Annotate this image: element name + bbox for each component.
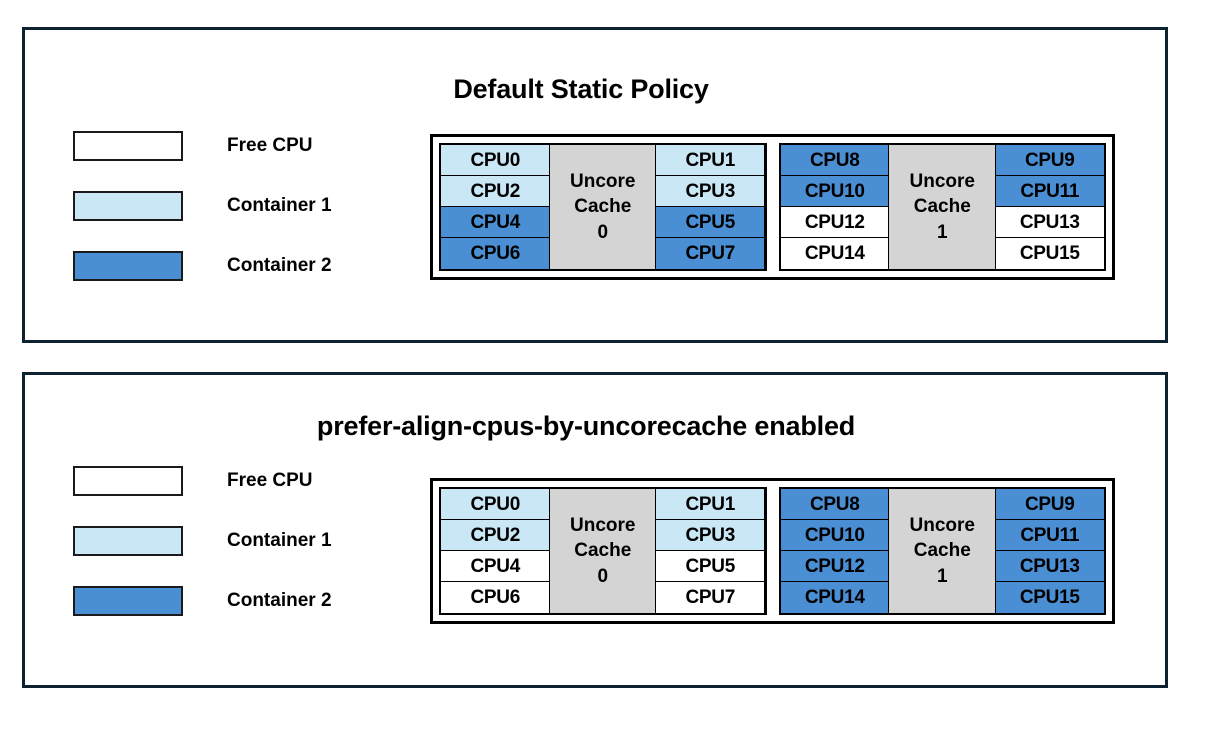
cpu-cell: CPU2: [440, 519, 551, 552]
cpu-cell: CPU4: [440, 206, 551, 239]
uncore-cache-group-1: CPU8 CPU10 CPU12 CPU14 Uncore Cache 1 CP…: [778, 487, 1106, 615]
cpu-cell: CPU5: [655, 206, 766, 239]
panel-title: prefer-align-cpus-by-uncorecache enabled: [316, 411, 856, 441]
uncore-line-2: Cache: [574, 196, 632, 218]
cpu-cell: CPU11: [994, 175, 1105, 208]
legend-item-container-2: Container 2: [73, 251, 332, 281]
cpu-column-right: CPU1 CPU3 CPU5 CPU7: [655, 488, 766, 614]
legend-item-container-1: Container 1: [73, 191, 332, 221]
legend-label-free-cpu: Free CPU: [227, 470, 313, 491]
cpu-cell: CPU6: [440, 581, 551, 614]
uncore-index: 1: [936, 221, 948, 243]
legend-label-container-2: Container 2: [227, 255, 332, 276]
uncore-cache-label-1: Uncore Cache 1: [888, 144, 997, 270]
cpu-cell: CPU9: [994, 144, 1105, 177]
cpu-cell: CPU13: [994, 206, 1105, 239]
cpu-cell: CPU4: [440, 550, 551, 583]
uncore-line-1: Uncore: [909, 171, 975, 193]
uncore-cache-label-0: Uncore Cache 0: [548, 488, 657, 614]
uncore-line-1: Uncore: [570, 515, 636, 537]
cpu-cell: CPU6: [440, 237, 551, 270]
legend-swatch-container-2: [73, 586, 183, 616]
cpu-cell: CPU7: [655, 237, 766, 270]
cpu-topology-diagram: CPU0 CPU2 CPU4 CPU6 Uncore Cache 0 CPU1 …: [430, 478, 1115, 624]
legend-swatch-free-cpu: [73, 466, 183, 496]
legend-label-container-1: Container 1: [227, 530, 332, 551]
uncore-cache-group-0: CPU0 CPU2 CPU4 CPU6 Uncore Cache 0 CPU1 …: [439, 487, 767, 615]
uncore-line-2: Cache: [574, 540, 632, 562]
cpu-column-right: CPU9 CPU11 CPU13 CPU15: [994, 488, 1105, 614]
cpu-column-right: CPU9 CPU11 CPU13 CPU15: [994, 144, 1105, 270]
legend-swatch-container-1: [73, 526, 183, 556]
cpu-cell: CPU3: [655, 175, 766, 208]
cpu-cell: CPU9: [994, 488, 1105, 521]
cpu-cell: CPU15: [994, 237, 1105, 270]
uncore-line-2: Cache: [913, 540, 971, 562]
legend-item-free-cpu: Free CPU: [73, 466, 332, 496]
cpu-cell: CPU10: [779, 175, 890, 208]
cpu-cell: CPU13: [994, 550, 1105, 583]
legend-item-container-2: Container 2: [73, 586, 332, 616]
cpu-column-left: CPU8 CPU10 CPU12 CPU14: [779, 488, 890, 614]
legend-swatch-container-1: [73, 191, 183, 221]
cpu-cell: CPU3: [655, 519, 766, 552]
cpu-cell: CPU0: [440, 488, 551, 521]
uncore-index: 0: [597, 565, 609, 587]
legend-label-container-1: Container 1: [227, 195, 332, 216]
uncore-cache-group-0: CPU0 CPU2 CPU4 CPU6 Uncore Cache 0 CPU1 …: [439, 143, 767, 271]
legend-swatch-free-cpu: [73, 131, 183, 161]
cpu-cell: CPU12: [779, 206, 890, 239]
cpu-cell: CPU8: [779, 144, 890, 177]
uncore-index: 1: [936, 565, 948, 587]
uncore-line-1: Uncore: [909, 515, 975, 537]
panel-title: Default Static Policy: [453, 74, 709, 104]
legend-swatch-container-2: [73, 251, 183, 281]
cpu-cell: CPU1: [655, 144, 766, 177]
diagram-panel-prefer-align-cpus-by-uncorecache: prefer-align-cpus-by-uncorecache enabled…: [22, 372, 1168, 688]
cpu-cell: CPU8: [779, 488, 890, 521]
legend-label-free-cpu: Free CPU: [227, 135, 313, 156]
cpu-cell: CPU14: [779, 237, 890, 270]
uncore-cache-group-1: CPU8 CPU10 CPU12 CPU14 Uncore Cache 1 CP…: [778, 143, 1106, 271]
cpu-cell: CPU14: [779, 581, 890, 614]
legend: Free CPU Container 1 Container 2: [73, 131, 332, 281]
legend-item-free-cpu: Free CPU: [73, 131, 332, 161]
diagram-panel-default-static-policy: Default Static Policy Free CPU Container…: [22, 27, 1168, 343]
cpu-cell: CPU15: [994, 581, 1105, 614]
legend-item-container-1: Container 1: [73, 526, 332, 556]
legend: Free CPU Container 1 Container 2: [73, 466, 332, 616]
uncore-index: 0: [597, 221, 609, 243]
cpu-column-left: CPU8 CPU10 CPU12 CPU14: [779, 144, 890, 270]
cpu-cell: CPU12: [779, 550, 890, 583]
cpu-cell: CPU2: [440, 175, 551, 208]
cpu-cell: CPU5: [655, 550, 766, 583]
uncore-line-2: Cache: [913, 196, 971, 218]
cpu-column-right: CPU1 CPU3 CPU5 CPU7: [655, 144, 766, 270]
cpu-column-left: CPU0 CPU2 CPU4 CPU6: [440, 488, 551, 614]
cpu-cell: CPU10: [779, 519, 890, 552]
cpu-topology-diagram: CPU0 CPU2 CPU4 CPU6 Uncore Cache 0 CPU1 …: [430, 134, 1115, 280]
cpu-cell: CPU11: [994, 519, 1105, 552]
uncore-cache-label-1: Uncore Cache 1: [888, 488, 997, 614]
cpu-column-left: CPU0 CPU2 CPU4 CPU6: [440, 144, 551, 270]
uncore-line-1: Uncore: [570, 171, 636, 193]
cpu-cell: CPU1: [655, 488, 766, 521]
cpu-cell: CPU7: [655, 581, 766, 614]
uncore-cache-label-0: Uncore Cache 0: [548, 144, 657, 270]
legend-label-container-2: Container 2: [227, 590, 332, 611]
cpu-cell: CPU0: [440, 144, 551, 177]
